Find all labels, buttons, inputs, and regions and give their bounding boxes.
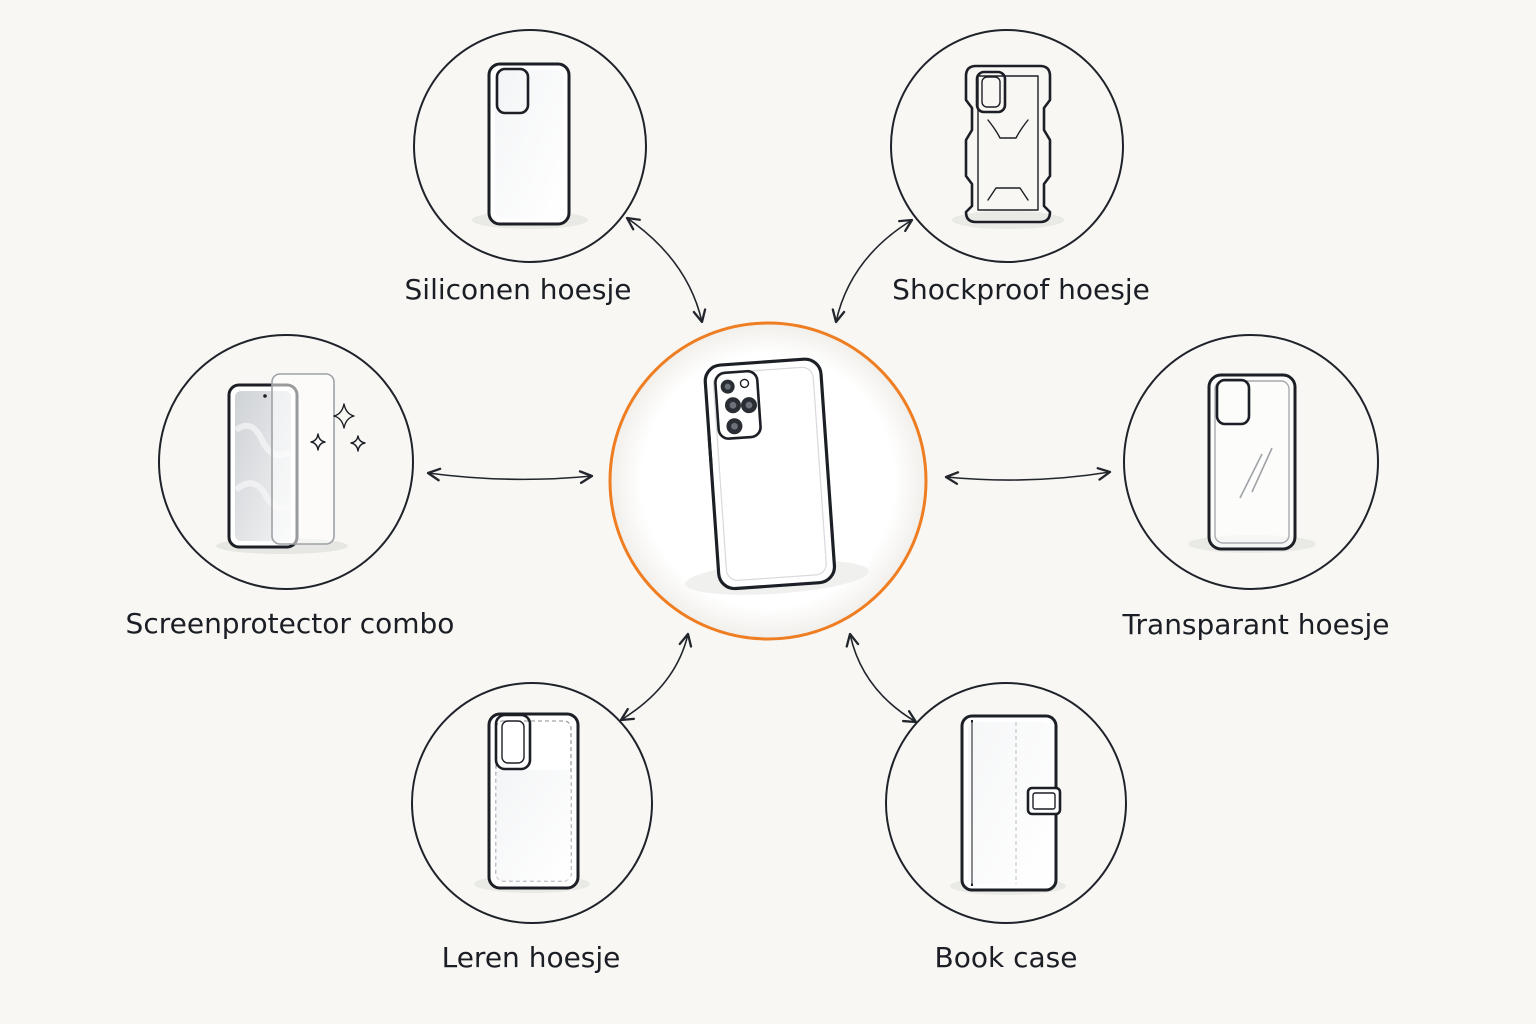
node-label: Leren hoesje (442, 941, 621, 974)
arrow-transparent (944, 467, 1112, 485)
arrow-leather (619, 632, 693, 722)
node-label: Screenprotector combo (126, 607, 455, 640)
sparkle-icon (333, 403, 355, 429)
transparent-case-icon (1188, 373, 1316, 553)
sparkle-icon (310, 433, 326, 451)
leather-case-icon (474, 712, 590, 893)
smartphone-back-icon (685, 357, 869, 595)
shockproof-case-icon (952, 64, 1064, 229)
node-circle (158, 334, 414, 590)
arrow-shockproof (831, 218, 914, 324)
arrow-silicone (625, 216, 707, 324)
screen-protector-icon (216, 373, 366, 554)
node-silicone[interactable]: Siliconen hoesje (405, 29, 647, 306)
center-node (608, 321, 928, 641)
node-label: Book case (935, 941, 1078, 974)
node-screenprotector[interactable]: Screenprotector combo (126, 334, 455, 640)
book-case-icon (950, 714, 1066, 895)
node-circle (885, 682, 1127, 924)
node-bookcase[interactable]: Book case (885, 682, 1127, 974)
connectors (426, 216, 1112, 724)
node-circle (413, 29, 647, 263)
arrow-bookcase (845, 632, 918, 724)
node-label: Transparant hoesje (1122, 608, 1390, 641)
node-circle (890, 29, 1124, 263)
node-label: Siliconen hoesje (405, 273, 632, 306)
node-circle (411, 682, 653, 924)
arrow-screenprotector (426, 467, 594, 485)
silicone-case-icon (472, 62, 588, 229)
node-shockproof[interactable]: Shockproof hoesje (890, 29, 1150, 306)
node-transparent[interactable]: Transparant hoesje (1122, 334, 1390, 641)
node-circle (1123, 334, 1379, 590)
node-label: Shockproof hoesje (892, 273, 1150, 306)
node-leather[interactable]: Leren hoesje (411, 682, 653, 974)
sparkle-icon (350, 435, 366, 452)
